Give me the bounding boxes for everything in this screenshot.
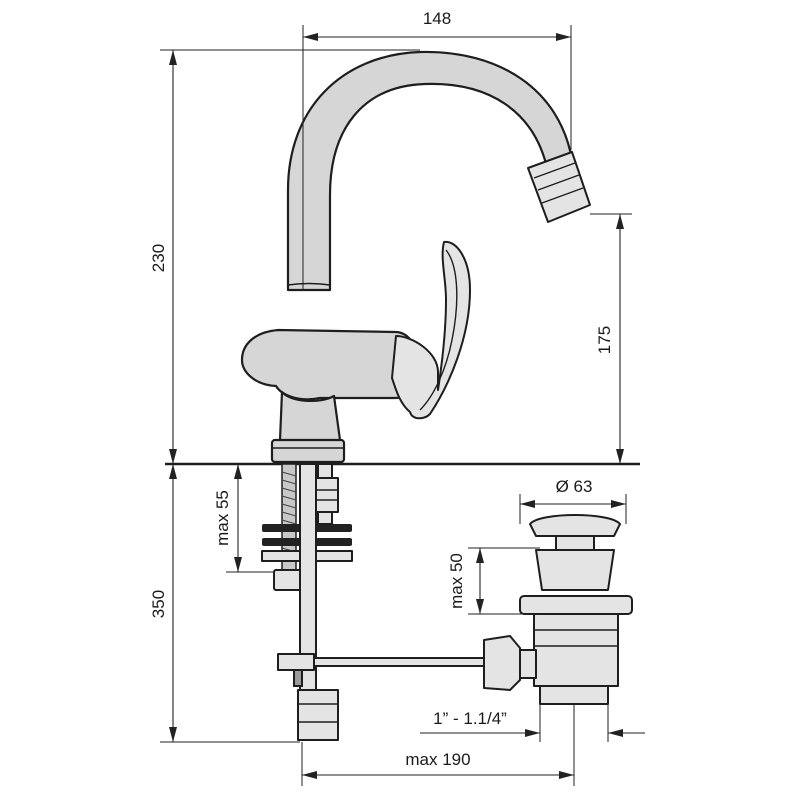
waste-side-connector	[519, 649, 537, 679]
dim-label-max50: max 50	[447, 553, 466, 609]
arrow	[234, 464, 242, 479]
dim-label-148: 148	[423, 9, 451, 28]
dim-label-d63: Ø 63	[556, 477, 593, 496]
aerator-ring	[533, 162, 576, 179]
faucet-neck	[278, 390, 342, 448]
arrow	[520, 500, 535, 508]
waste-pipe	[533, 613, 619, 687]
arrow	[616, 449, 624, 464]
waste-cap	[529, 514, 621, 537]
arrow	[611, 500, 626, 508]
aerator	[527, 151, 591, 223]
hose-fitting-bottom	[297, 689, 339, 741]
arrow	[169, 449, 177, 464]
arrow	[234, 557, 242, 572]
spout-joint	[287, 282, 331, 286]
arrow	[303, 33, 318, 41]
popup-rod-clamp	[277, 653, 315, 671]
waste-side-nut	[483, 635, 521, 691]
faucet-body	[240, 328, 420, 401]
rod-end	[293, 669, 303, 687]
arrow	[525, 729, 540, 737]
dim-label-max55: max 55	[213, 490, 232, 546]
waste-body	[535, 549, 615, 591]
arrow	[302, 771, 317, 779]
dim-label-max190: max 190	[405, 750, 470, 769]
lever-highlight	[419, 249, 458, 411]
arrow	[169, 50, 177, 65]
lever-handle	[391, 240, 471, 420]
arrow	[608, 729, 623, 737]
arrow	[616, 214, 624, 229]
arrow	[169, 727, 177, 742]
waste-stem	[555, 535, 595, 551]
arrow	[476, 548, 484, 563]
arrow	[559, 771, 574, 779]
faucet-base	[270, 438, 346, 464]
dim-label-350: 350	[149, 590, 168, 618]
dim-label-175: 175	[595, 326, 614, 354]
waste-thread	[539, 685, 609, 705]
hose-fitting-top	[315, 477, 339, 513]
popup-rod	[313, 657, 487, 667]
waste-flange	[519, 595, 633, 615]
arrow	[556, 33, 571, 41]
dim-label-230: 230	[149, 244, 168, 272]
dim-label-thread: 1” - 1.1/4”	[433, 709, 507, 728]
aerator-ring	[541, 187, 584, 204]
aerator-ring	[537, 174, 580, 191]
arrow	[476, 599, 484, 614]
arrow	[169, 464, 177, 479]
